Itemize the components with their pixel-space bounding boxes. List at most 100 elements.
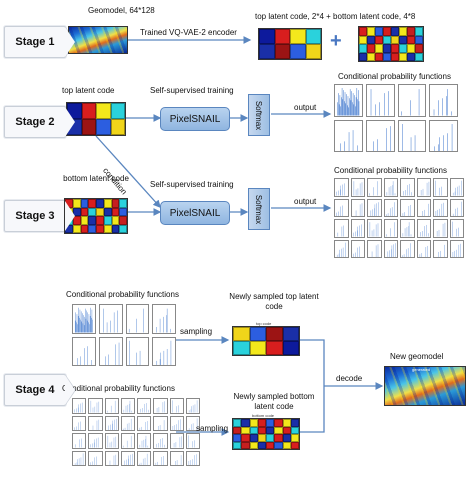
latent-code-cell <box>266 434 275 442</box>
stage2-cpf-panels <box>334 84 458 152</box>
latent-code-cell <box>274 44 290 59</box>
latent-code-cell <box>274 434 283 442</box>
stage4-cpf-bottom-label: Conditional probability functions <box>62 384 175 393</box>
latent-code-cell <box>233 426 242 434</box>
latent-code-cell <box>274 29 290 44</box>
latent-code-cell <box>103 207 112 216</box>
latent-code-cell <box>407 27 415 36</box>
probability-function-panel <box>152 304 176 334</box>
stage2-pixelsnail-label: PixelSNAIL <box>169 113 221 125</box>
sampled-top-label: Newly sampled top latent code <box>229 292 319 311</box>
probability-function-panel <box>365 119 395 152</box>
probability-function-panel <box>137 433 152 449</box>
probability-function-panel <box>334 119 363 152</box>
latent-code-cell <box>407 44 415 53</box>
latent-code-cell <box>399 52 407 61</box>
latent-code-cell <box>375 27 383 36</box>
latent-code-cell <box>359 52 367 61</box>
probability-function-panel <box>397 84 427 117</box>
latent-code-cell <box>96 199 104 208</box>
latent-code-cell <box>259 29 275 44</box>
latent-code-cell <box>103 216 112 225</box>
bottom-code-tag: bottom code <box>252 413 275 418</box>
latent-code-cell <box>290 44 306 59</box>
latent-code-cell <box>103 224 112 233</box>
probability-function-panel <box>416 198 431 217</box>
latent-code-cell <box>266 419 275 427</box>
latent-code-cell <box>266 441 275 449</box>
probability-function-panel <box>367 178 382 197</box>
probability-function-panel <box>334 178 349 197</box>
latent-code-cell <box>233 341 250 355</box>
probability-function-panel <box>169 433 184 449</box>
geomodel-image <box>68 26 128 54</box>
latent-code-cell <box>80 224 89 233</box>
sampling-bottom-label: sampling <box>196 424 229 433</box>
latent-code-cell <box>233 434 242 442</box>
probability-function-panel <box>104 450 119 466</box>
probability-function-panel <box>169 398 184 414</box>
probability-function-panel <box>433 239 448 258</box>
probability-function-panel <box>153 450 168 466</box>
latent-code-cell <box>111 216 120 225</box>
latent-code-cell <box>290 29 306 44</box>
probability-function-panel <box>88 398 103 414</box>
latent-code-cell <box>119 216 127 225</box>
probability-function-panel <box>120 450 135 466</box>
probability-function-panel <box>72 415 87 431</box>
latent-code-cell <box>110 103 125 119</box>
stage1-bottom-latent-code <box>358 26 424 62</box>
probability-function-panel <box>449 178 464 197</box>
probability-function-panel <box>400 239 415 258</box>
stage1-top-latent-code <box>258 28 322 60</box>
probability-function-panel <box>120 433 135 449</box>
stage3-pixelsnail: PixelSNAIL <box>160 201 230 225</box>
stage-4-box: Stage 4 <box>4 374 76 406</box>
probability-function-panel <box>137 415 152 431</box>
top-code-tag: top code <box>256 321 272 326</box>
probability-function-panel <box>137 450 152 466</box>
latent-code-cell <box>305 44 321 59</box>
probability-function-panel <box>397 119 427 152</box>
latent-code-cell <box>407 52 415 61</box>
latent-code-cell <box>257 419 266 427</box>
latent-code-cell <box>96 216 104 225</box>
probability-function-panel <box>429 84 458 117</box>
latent-code-cell <box>96 207 104 216</box>
sampled-bottom-label: Newly sampled bottom latent code <box>233 392 315 411</box>
latent-code-cell <box>111 207 120 216</box>
latent-code-cell <box>415 52 423 61</box>
probability-function-panel <box>433 219 448 238</box>
latent-code-cell <box>383 44 391 53</box>
stage4-bottom-cpf-panels <box>72 398 200 466</box>
probability-function-panel <box>185 450 200 466</box>
probability-function-panel <box>429 119 458 152</box>
arrow-condition <box>95 135 161 208</box>
latent-code-cell <box>96 119 111 135</box>
probability-function-panel <box>383 198 398 217</box>
latent-code-cell <box>233 419 242 427</box>
probability-function-panel <box>400 219 415 238</box>
latent-code-cell <box>359 35 367 44</box>
probability-function-panel <box>72 304 96 334</box>
latent-code-cell <box>249 426 258 434</box>
latent-code-cell <box>290 426 299 434</box>
stage2-training-label: Self-supervised training <box>150 86 234 95</box>
latent-code-cell <box>407 35 415 44</box>
new-geomodel-label: New geomodel <box>390 352 444 361</box>
latent-code-cell <box>282 419 291 427</box>
latent-code-cell <box>81 119 96 135</box>
latent-code-cell <box>282 426 291 434</box>
stage2-softmax-label: Softmax <box>254 100 264 130</box>
latent-code-cell <box>274 419 283 427</box>
probability-function-panel <box>449 198 464 217</box>
stage3-cpf-panels <box>334 178 464 258</box>
probability-function-panel <box>153 433 168 449</box>
probability-function-panel <box>104 433 119 449</box>
probability-function-panel <box>104 415 119 431</box>
latent-code-cell <box>80 207 89 216</box>
probability-function-panel <box>125 336 150 366</box>
geomodel-label: Geomodel, 64*128 <box>88 6 155 15</box>
